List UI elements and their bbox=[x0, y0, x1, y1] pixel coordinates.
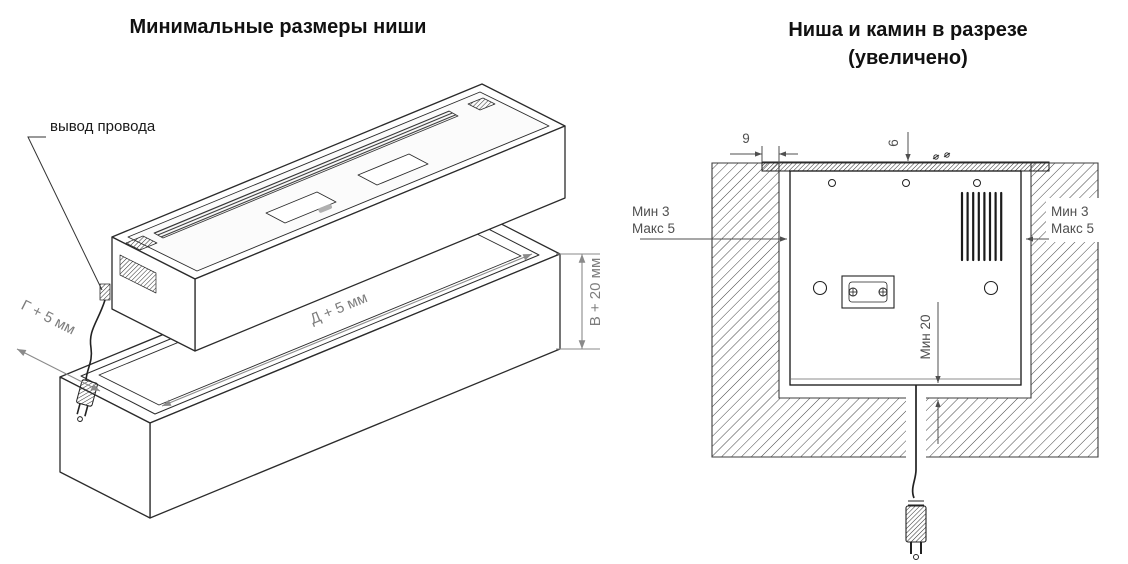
dim-length-arrow bbox=[161, 253, 533, 407]
fireplace-body-section bbox=[789, 170, 1022, 386]
hole-left bbox=[812, 280, 828, 296]
right-view-title-line1: Ниша и камин в разрезе bbox=[788, 19, 1027, 41]
plug-body bbox=[905, 505, 927, 543]
dim-bottom-clearance: Мин 20 bbox=[918, 302, 941, 444]
dim-left-gap-line2: Макс 5 bbox=[632, 221, 675, 236]
hole-right bbox=[983, 280, 999, 296]
dim-overhang-9: 9 bbox=[730, 131, 798, 163]
flange-screws bbox=[932, 152, 951, 160]
burner-lid-2 bbox=[357, 153, 429, 186]
wire-outlet-leader bbox=[27, 136, 103, 291]
top-vent-grille-left bbox=[125, 235, 158, 251]
dim-thickness-6: 6 bbox=[886, 132, 911, 161]
dim-height: В + 20 мм bbox=[556, 253, 604, 350]
dim6-label: 6 bbox=[886, 139, 901, 147]
left-view-title: Минимальные размеры ниши bbox=[130, 16, 427, 38]
niche-left-face bbox=[59, 376, 151, 519]
right-view-title-line2: (увеличено) bbox=[848, 47, 968, 69]
side-vent-grille bbox=[119, 254, 157, 294]
dim-right-gap-bg bbox=[1046, 198, 1100, 242]
wire-outlet-callout: вывод провода bbox=[27, 118, 156, 291]
top-vent-grille-right bbox=[467, 97, 496, 111]
dim-height-label: В + 20 мм bbox=[587, 258, 604, 327]
left-view-isometric: Минимальные размеры ниши bbox=[16, 16, 604, 519]
dim-right-gap: Мин 3 Макс 5 bbox=[1026, 198, 1100, 242]
burner-lid-1 bbox=[265, 191, 337, 224]
brand-mark bbox=[318, 204, 333, 213]
dim-right-gap-line1: Мин 3 bbox=[1051, 204, 1089, 219]
burner-slot bbox=[153, 110, 459, 239]
body-outline bbox=[789, 170, 1022, 386]
vent-slots bbox=[960, 191, 1003, 262]
dim-left-gap-line1: Мин 3 bbox=[632, 204, 670, 219]
dim-depth-label: Г + 5 мм bbox=[18, 297, 78, 339]
dim9-label: 9 bbox=[742, 131, 750, 146]
wire-outlet-label: вывод провода bbox=[50, 118, 156, 135]
power-cord-section bbox=[905, 385, 927, 560]
dim-right-gap-line2: Макс 5 bbox=[1051, 221, 1094, 236]
flange-plate bbox=[761, 161, 1050, 172]
screw-holes-top bbox=[828, 179, 981, 187]
right-view-section: Ниша и камин в разрезе (увеличено) bbox=[632, 19, 1100, 560]
dim-depth-arrow bbox=[16, 348, 101, 392]
dim-min20-label: Мин 20 bbox=[918, 314, 933, 359]
junction-box bbox=[841, 275, 895, 309]
cord-line bbox=[911, 385, 917, 499]
dim-left-gap: Мин 3 Макс 5 bbox=[632, 204, 787, 242]
plug-tip bbox=[913, 554, 919, 560]
wire-gland bbox=[99, 283, 111, 301]
